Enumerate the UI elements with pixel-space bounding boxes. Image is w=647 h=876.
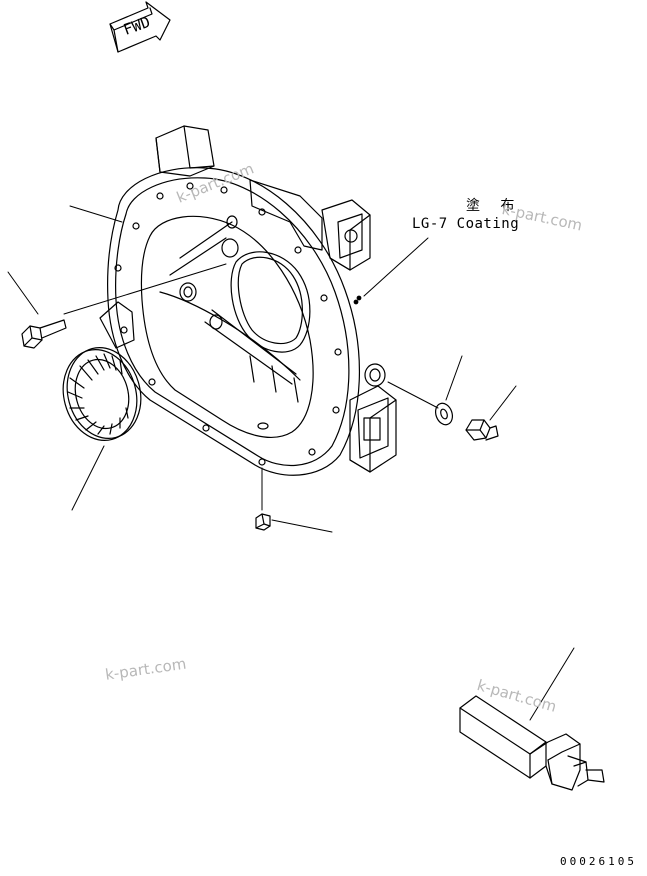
fwd-arrow-icon (109, 1, 171, 53)
oil-seal-part (62, 347, 142, 441)
small-plug-part (255, 513, 271, 531)
washer-part (434, 402, 454, 426)
drawing-number: 00026105 (560, 855, 637, 868)
drain-plug-part (465, 419, 499, 441)
coating-callout-jp: 塗 布 (466, 198, 521, 214)
leader-lines (7, 205, 575, 721)
coating-callout-en: LG-7 Coating (412, 216, 520, 232)
sealant-tool-part (459, 695, 605, 791)
bolt-part (21, 319, 67, 349)
flywheel-housing (99, 125, 397, 476)
